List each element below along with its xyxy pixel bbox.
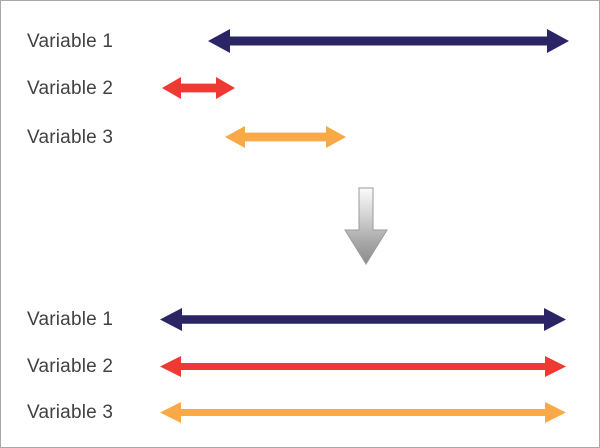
top-arrow-variable-2 bbox=[162, 75, 235, 101]
down-arrow-icon bbox=[343, 187, 389, 271]
bottom-arrow-variable-3 bbox=[160, 400, 566, 425]
bottom-label-variable-2: Variable 2 bbox=[27, 356, 114, 377]
bottom-label-variable-3: Variable 3 bbox=[27, 402, 114, 423]
top-label-variable-1: Variable 1 bbox=[27, 31, 114, 52]
top-label-variable-2: Variable 2 bbox=[27, 78, 114, 99]
bottom-arrow-variable-2 bbox=[160, 354, 566, 379]
top-label-variable-3: Variable 3 bbox=[27, 127, 114, 148]
top-arrow-variable-1 bbox=[208, 27, 569, 55]
bottom-label-variable-1: Variable 1 bbox=[27, 309, 114, 330]
top-arrow-variable-3 bbox=[225, 124, 346, 150]
bottom-arrow-variable-1 bbox=[160, 306, 566, 333]
